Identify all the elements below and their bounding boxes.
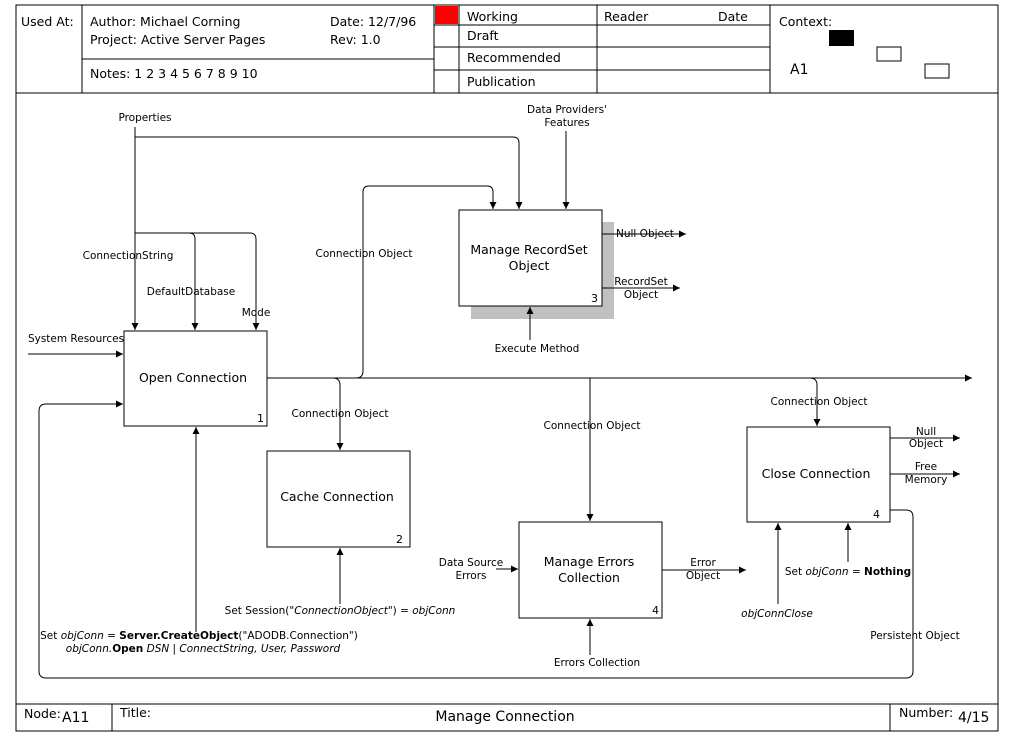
box-manage-errors bbox=[518, 521, 663, 619]
label-objconn-close: objConnClose bbox=[741, 608, 813, 620]
reader-label: Reader bbox=[604, 9, 649, 24]
number-label: Number: bbox=[899, 705, 953, 720]
label-error-object-1: Error bbox=[690, 557, 716, 569]
box-manage-errors-label-1: Manage Errors bbox=[544, 554, 635, 569]
label-recordset-object-2: Object bbox=[624, 289, 658, 301]
label-connection-object-errors: Connection Object bbox=[544, 420, 641, 432]
status-publication: Publication bbox=[467, 74, 536, 89]
box-open-connection-label: Open Connection bbox=[139, 370, 247, 385]
label-data-source-errors-1: Data Source bbox=[439, 557, 503, 569]
label-null-object-recordset: Null Object bbox=[616, 228, 674, 240]
box-manage-errors-label-2: Collection bbox=[558, 570, 620, 585]
label-set-nothing: Set objConn = Nothing bbox=[785, 566, 911, 578]
project: Project: Active Server Pages bbox=[90, 32, 265, 47]
working-status-marker bbox=[435, 6, 458, 24]
title-label: Title: bbox=[119, 705, 151, 720]
box-open-connection-number: 1 bbox=[257, 412, 264, 425]
notes: Notes: 1 2 3 4 5 6 7 8 9 10 bbox=[90, 66, 258, 81]
date: Date: 12/7/96 bbox=[330, 14, 416, 29]
node-value: A11 bbox=[62, 710, 89, 726]
label-objconn-open: objConn.Open DSN | ConnectString, User, … bbox=[66, 643, 341, 655]
label-data-providers-2: Features bbox=[544, 117, 589, 129]
page-number: 4/15 bbox=[958, 710, 989, 726]
label-connection-object-close: Connection Object bbox=[771, 396, 868, 408]
status-working: Working bbox=[467, 9, 518, 24]
label-recordset-object-1: RecordSet bbox=[614, 276, 668, 288]
box-manage-recordset-number: 3 bbox=[591, 292, 598, 305]
label-properties: Properties bbox=[118, 112, 171, 124]
label-system-resources: System Resources bbox=[28, 333, 124, 345]
label-persistent-object: Persistent Object bbox=[870, 630, 959, 642]
label-set-session: Set Session("ConnectionObject") = objCon… bbox=[225, 605, 456, 617]
label-connection-string: ConnectionString bbox=[83, 250, 174, 262]
label-error-object-2: Object bbox=[686, 570, 720, 582]
label-free-memory-2: Memory bbox=[905, 474, 948, 486]
box-close-connection bbox=[746, 426, 891, 523]
label-set-server-createobject: Set objConn = Server.CreateObject("ADODB… bbox=[40, 630, 358, 642]
label-data-source-errors-2: Errors bbox=[455, 570, 486, 582]
arrows bbox=[28, 127, 972, 679]
used-at-label: Used At: bbox=[21, 14, 74, 29]
context-label: Context: bbox=[779, 14, 832, 29]
label-connection-object-recordset: Connection Object bbox=[316, 248, 413, 260]
label-null-object-close-2: Object bbox=[909, 438, 943, 450]
context-node: A1 bbox=[790, 62, 808, 78]
reader-date-label: Date bbox=[718, 9, 748, 24]
label-connection-object-cache: Connection Object bbox=[292, 408, 389, 420]
context-box bbox=[876, 46, 902, 62]
box-cache-connection bbox=[266, 450, 411, 548]
label-execute-method: Execute Method bbox=[495, 343, 580, 355]
box-manage-recordset-label-2: Object bbox=[509, 258, 550, 273]
label-default-database: DefaultDatabase bbox=[147, 286, 235, 298]
box-close-connection-number: 4 bbox=[873, 508, 880, 521]
label-data-providers-1: Data Providers' bbox=[527, 104, 607, 116]
context-box bbox=[924, 63, 950, 79]
box-cache-connection-label: Cache Connection bbox=[280, 489, 394, 504]
author: Author: Michael Corning bbox=[90, 14, 240, 29]
page-frame bbox=[15, 4, 999, 732]
box-manage-recordset-label-1: Manage RecordSet bbox=[470, 242, 587, 257]
revision: Rev: 1.0 bbox=[330, 32, 381, 47]
context-box-active bbox=[829, 30, 854, 46]
box-close-connection-label: Close Connection bbox=[762, 466, 871, 481]
status-recommended: Recommended bbox=[467, 50, 561, 65]
box-cache-connection-number: 2 bbox=[396, 533, 403, 546]
diagram-title: Manage Connection bbox=[435, 709, 574, 725]
label-mode: Mode bbox=[242, 307, 271, 319]
label-null-object-close-1: Null bbox=[916, 426, 936, 438]
label-free-memory-1: Free bbox=[915, 461, 937, 473]
status-draft: Draft bbox=[467, 28, 499, 43]
node-label: Node: bbox=[24, 706, 61, 721]
box-manage-recordset bbox=[458, 209, 603, 307]
box-open-connection bbox=[123, 330, 268, 427]
box-manage-errors-number: 4 bbox=[652, 604, 659, 617]
label-errors-collection: Errors Collection bbox=[554, 657, 640, 669]
